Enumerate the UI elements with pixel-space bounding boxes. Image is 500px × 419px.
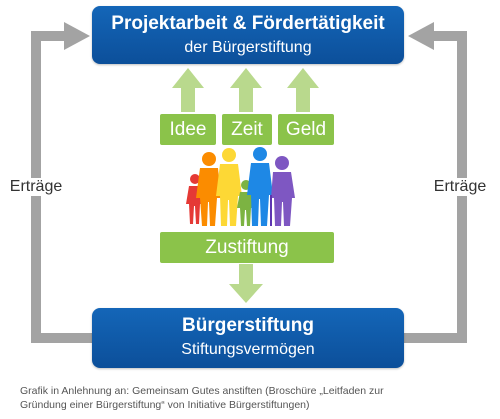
adult-figure-yellow bbox=[216, 148, 242, 226]
adult-figure-orange bbox=[196, 152, 221, 226]
down-arrow-zustiftung bbox=[229, 264, 263, 303]
caption-line-1: Grafik in Anlehnung an: Gemeinsam Gutes … bbox=[20, 385, 384, 397]
left-revenue-label: Erträge bbox=[4, 178, 68, 196]
foundation-box: Bürgerstiftung Stiftungsvermögen bbox=[92, 308, 404, 368]
label-zustiftung: Zustiftung bbox=[160, 232, 334, 263]
up-arrow-idee bbox=[172, 68, 204, 112]
label-geld: Geld bbox=[278, 114, 334, 145]
foundation-subtitle: Stiftungsvermögen bbox=[181, 341, 315, 358]
foundation-title: Bürgerstiftung bbox=[182, 315, 314, 336]
project-work-box: Projektarbeit & Fördertätigkeit der Bürg… bbox=[92, 6, 404, 64]
elderly-figure-purple bbox=[270, 156, 295, 226]
people-silhouettes bbox=[186, 147, 295, 226]
adult-figure-blue bbox=[247, 147, 273, 226]
project-work-subtitle: der Bürgerstiftung bbox=[184, 39, 312, 56]
caption-line-2: Gründung einer Bürgerstiftung“ von Initi… bbox=[20, 399, 310, 411]
up-arrow-zeit bbox=[230, 68, 262, 112]
label-zeit: Zeit bbox=[222, 114, 272, 145]
right-revenue-label: Erträge bbox=[428, 178, 492, 196]
up-arrow-geld bbox=[287, 68, 319, 112]
project-work-title: Projektarbeit & Fördertätigkeit bbox=[111, 13, 385, 34]
source-caption: Grafik in Anlehnung an: Gemeinsam Gutes … bbox=[20, 384, 490, 412]
label-idee: Idee bbox=[160, 114, 216, 145]
